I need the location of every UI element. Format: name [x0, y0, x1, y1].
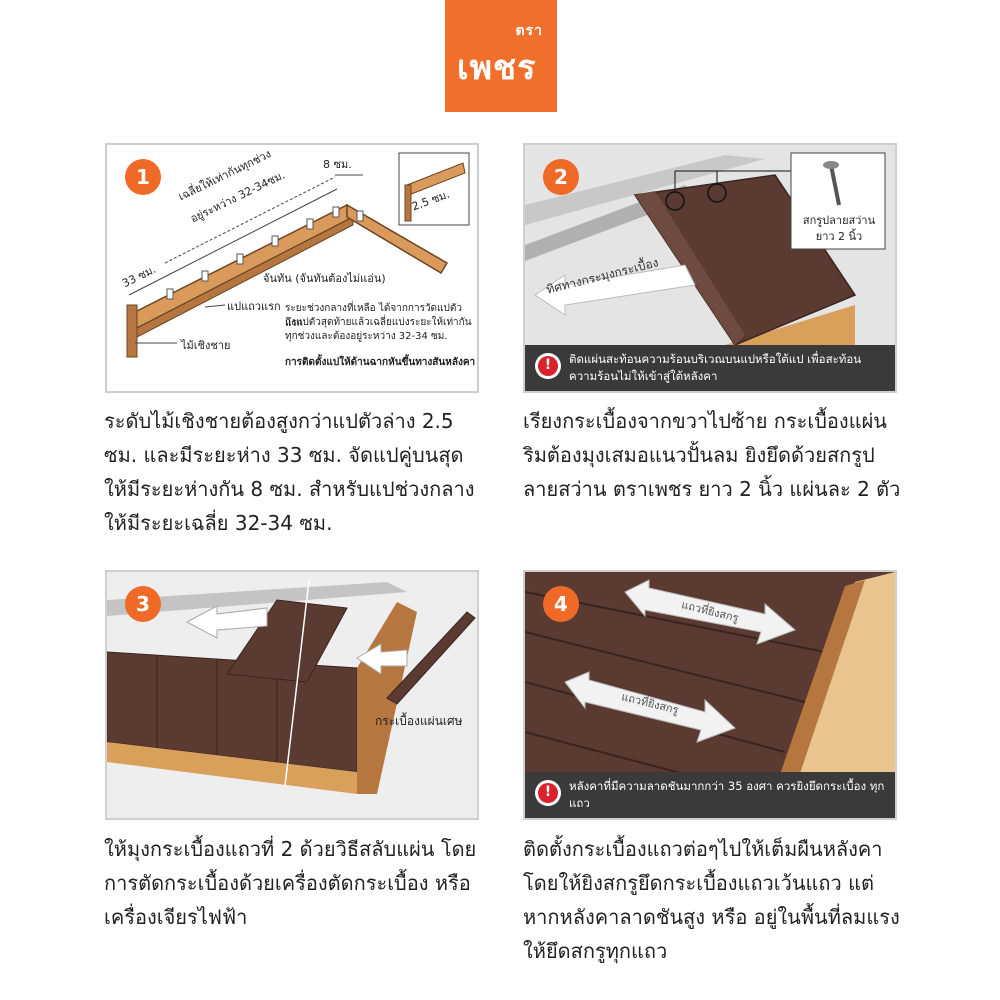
label-first-purlin: แปแถวแรก [227, 300, 281, 313]
step-3-badge: 3 [125, 586, 161, 622]
step-2-illustration: 2 สกรูปลายสว่าน ยาว 2 นิ้ว ทิศทางกระมุงก… [523, 143, 897, 393]
warning-text: ติดแผ่นสะท้อนความร้อนบริเวณบนแปหรือใต้แป… [569, 352, 862, 383]
label-screw-type: สกรูปลายสว่าน [797, 211, 881, 229]
step-2-caption: เรียงกระเบื้องจากขวาไปซ้าย กระเบื้องแผ่น… [523, 409, 901, 501]
label-rafter: จันทัน (จันทันต้องไม่แอ่น) [263, 272, 386, 285]
note-line-2: ถึงแปตัวสุดท้ายแล้วเฉลี่ยแบ่งระยะให้เท่า… [285, 317, 472, 328]
label-scrap-tile: กระเบื้องแผ่นเศษ [375, 714, 463, 728]
step-1-illustration: 1 8 ซม. เฉลี่ยให้เท่ากันทุกช่วง อย [105, 143, 479, 393]
label-fascia: ไม้เชิงชาย [181, 339, 231, 352]
step-4-illustration: 4 แถวที่ยิงสกรู แถวที่ยิงสกรู หลังคาที่ม… [523, 570, 897, 820]
warning-icon [535, 780, 561, 806]
tile-staggering-diagram [107, 572, 477, 818]
warning-icon [535, 353, 561, 379]
label-8cm: 8 ซม. [323, 158, 352, 171]
step-3-caption: ให้มุงกระเบื้องแถวที่ 2 ด้วยวิธีสลับแผ่น… [104, 837, 477, 929]
note-line-4: การติดตั้งแปให้ด้านฉากหันขึ้นทางสันหลังค… [285, 357, 476, 368]
brand-logo: ตรา เพชร [445, 0, 557, 112]
note-line-3: ทุกช่วงและต้องอยู่ระหว่าง 32-34 ซม. [285, 331, 448, 342]
step-4-caption: ติดตั้งกระเบื้องแถวต่อๆไปให้เต็มผืนหลังค… [523, 837, 900, 963]
roof-frame-diagram [126, 152, 470, 358]
warning-bar: หลังคาที่มีความลาดชันมากกว่า 35 องศา ควร… [525, 772, 895, 818]
step-4-badge: 4 [543, 586, 579, 622]
step-1-caption: ระดับไม้เชิงชายต้องสูงกว่าแปตัวล่าง 2.5 … [104, 409, 475, 535]
warning-text: หลังคาที่มีความลาดชันมากกว่า 35 องศา ควร… [569, 779, 885, 810]
step-3-illustration: 3 กระเบื้องแผ่นเศษ [105, 570, 479, 820]
step-1-badge: 1 [125, 159, 161, 195]
note-line-1: ระยะช่วงกลางที่เหลือ ได้จากการวัดแปตัวแร… [285, 303, 462, 329]
brand-big-text: เพชร [457, 48, 537, 88]
step-2-badge: 2 [543, 159, 579, 195]
brand-small-text: ตรา [515, 23, 543, 39]
label-screw-length: ยาว 2 นิ้ว [797, 227, 881, 245]
warning-bar: ติดแผ่นสะท้อนความร้อนบริเวณบนแปหรือใต้แป… [525, 345, 895, 391]
